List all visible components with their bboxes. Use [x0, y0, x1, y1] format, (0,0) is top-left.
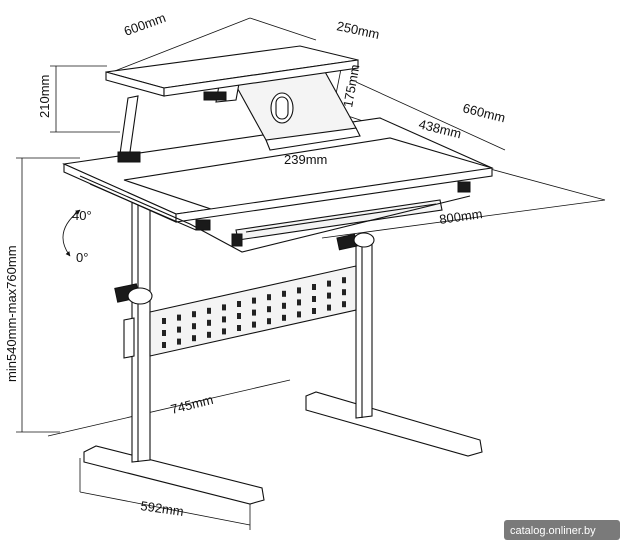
height-knob-front[interactable]: [114, 283, 153, 305]
shelf-height-label: 210mm: [37, 75, 52, 118]
watermark: catalog.onliner.by: [504, 520, 620, 540]
perforation-hole: [192, 335, 196, 342]
perforation-hole: [162, 330, 166, 336]
perforation-hole: [222, 304, 226, 311]
desk-width-label: 800mm: [438, 206, 483, 227]
top-shelf: [105, 45, 359, 163]
perforation-hole: [252, 321, 256, 328]
perforation-hole: [177, 314, 181, 321]
perforation-hole: [222, 328, 226, 335]
height-range-label: min540mm-max760mm: [4, 245, 19, 382]
perforation-hole: [282, 290, 286, 297]
book-holder-width-label: 239mm: [284, 152, 327, 167]
foot-spacing-label: 745mm: [169, 392, 215, 417]
perforation-hole: [282, 302, 286, 309]
perforation-hole: [312, 308, 316, 314]
perforation-hole: [192, 323, 196, 330]
watermark-text: catalog.onliner.by: [510, 525, 596, 537]
perforation-hole: [252, 297, 256, 304]
perforation-hole: [267, 318, 271, 325]
tilt-min-label: 0°: [76, 250, 88, 265]
perforation-hole: [162, 342, 166, 348]
perforation-hole: [312, 284, 316, 290]
foot-length-label: 592mm: [140, 498, 185, 519]
perforation-hole: [327, 304, 331, 311]
perforation-hole: [237, 313, 241, 319]
perforation-hole: [312, 296, 316, 302]
desktop: [62, 117, 494, 253]
shelf-depth-label: 250mm: [335, 18, 381, 42]
book-holder: [233, 69, 361, 151]
perforation-hole: [267, 306, 271, 313]
perforation-hole: [267, 294, 271, 301]
crossbar-holes: [162, 277, 346, 348]
perforation-hole: [342, 277, 346, 284]
tilt-arc: [62, 209, 81, 257]
dimension-lines: [16, 17, 606, 530]
perforation-hole: [297, 311, 301, 318]
perforation-hole: [207, 307, 211, 314]
perforation-hole: [237, 301, 241, 307]
perforation-hole: [237, 325, 241, 331]
perforation-hole: [222, 316, 226, 323]
perforation-hole: [342, 289, 346, 296]
perforation-hole: [177, 326, 181, 333]
perforation-hole: [207, 331, 211, 338]
shelf-width-label: 600mm: [122, 10, 168, 39]
tilt-max-label: 40°: [72, 208, 92, 223]
perforation-hole: [297, 299, 301, 306]
perforation-hole: [282, 314, 286, 321]
desk-depth-label: 660mm: [461, 100, 507, 125]
perforation-hole: [327, 280, 331, 287]
perforation-hole: [327, 292, 331, 299]
perforation-hole: [342, 301, 346, 308]
height-knob-back[interactable]: [336, 232, 375, 251]
book-holder-height-label: 175mm: [340, 63, 362, 108]
perforation-hole: [177, 338, 181, 345]
perforation-hole: [207, 319, 211, 326]
perforation-hole: [192, 311, 196, 318]
perforation-hole: [162, 318, 166, 324]
perforation-hole: [297, 287, 301, 294]
perforation-hole: [252, 309, 256, 316]
desk-base: [83, 197, 483, 505]
